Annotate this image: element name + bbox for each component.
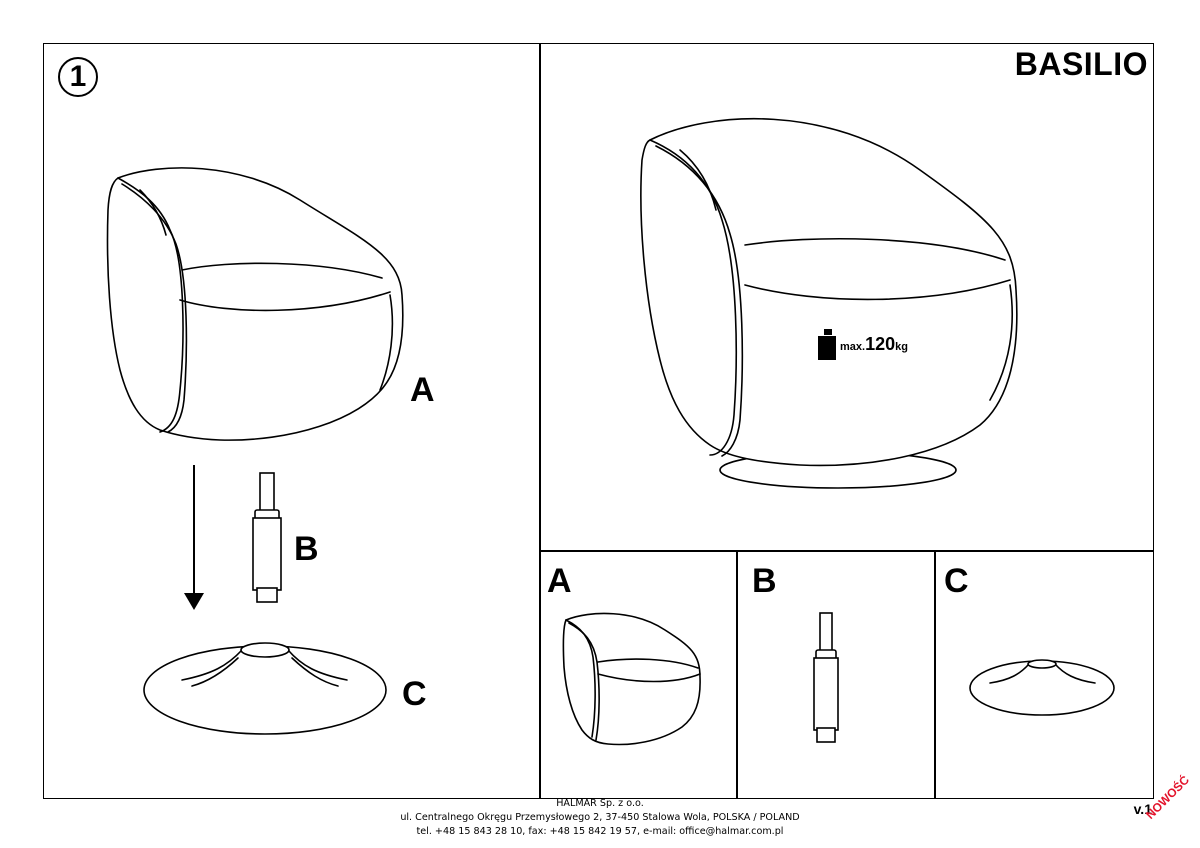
version-label: v.1 [1133,801,1152,817]
part-label-a: A [547,562,572,600]
step-number: 1 [69,60,87,93]
part-label-c: C [944,562,969,600]
product-title: BASILIO [1014,46,1148,82]
part-label-a-step: A [410,371,435,409]
part-label-c-step: C [402,675,427,713]
part-label-b: B [752,562,777,600]
weight-icon [818,329,836,360]
divider-vertical-main [539,43,541,799]
step-number-badge: 1 [58,57,98,97]
weight-limit: max.120kg [840,334,908,355]
weight-unit: kg [895,341,908,353]
part-a-seat-illustration [562,612,701,746]
divider-parts-1 [736,550,738,799]
swivel-base-illustration [143,642,387,735]
footer-contact: tel. +48 15 843 28 10, fax: +48 15 842 1… [416,826,784,837]
armchair-seat-illustration [106,167,404,441]
part-label-b-step: B [294,530,319,568]
sheet-frame [43,43,1154,799]
weight-value: 120 [865,334,896,354]
part-b-cylinder-illustration [813,612,839,743]
footer-company: HALMAR Sp. z o.o. [556,798,644,809]
divider-parts-2 [934,550,936,799]
down-arrow-icon [184,465,204,610]
footer-company-info: HALMAR Sp. z o.o. ul. Centralnego Okręgu… [300,797,900,839]
assembled-armchair-illustration [640,117,1018,489]
divider-horizontal-parts [539,550,1154,552]
part-c-base-illustration [969,659,1115,716]
gas-lift-cylinder-illustration [252,472,282,603]
footer-address: ul. Centralnego Okręgu Przemysłowego 2, … [400,812,800,823]
weight-prefix: max. [840,341,866,353]
